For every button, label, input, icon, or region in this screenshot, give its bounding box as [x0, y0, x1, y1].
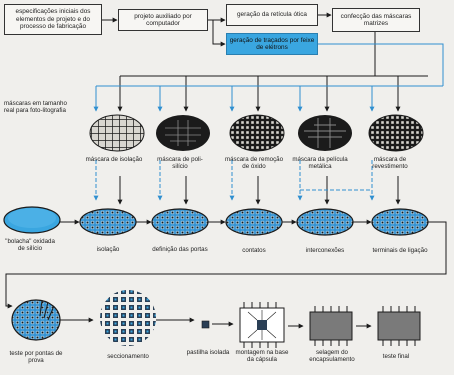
- top-flow-arrows: [102, 12, 376, 70]
- box-especificacoes: especificações iniciais dos elementos de…: [4, 4, 102, 35]
- bottom-label-teste-pontas: teste por pontas de prova: [9, 350, 63, 365]
- mask-remocao-oxido: [229, 114, 285, 152]
- wafer-terminais: [371, 208, 429, 236]
- box-projeto-auxiliado: projeto auxiliado por computador: [118, 9, 208, 31]
- mask-label-pelicula-metalica: máscara da película metálica: [292, 156, 348, 171]
- box-geracao-reticula: geração da retícula ótica: [226, 4, 318, 26]
- package-selagem: [309, 306, 353, 346]
- mask-to-wafer-arrows-blue: [93, 160, 375, 201]
- package-montagem: [239, 302, 285, 348]
- wafer-label-contatos: contatos: [242, 247, 266, 254]
- mask-distribution-lines-blue: [93, 85, 443, 112]
- mask-pelicula-metalica: [298, 115, 352, 151]
- bottom-label-selagem: selagem do encapsulamento: [309, 349, 355, 364]
- mask-label-revestimento: máscara de revestimento: [372, 156, 408, 171]
- bottom-label-teste-final: teste final: [382, 353, 410, 360]
- feixe-flow-arrows: [318, 43, 444, 86]
- box-confeccao-mascaras: confecção das máscaras matrizes: [332, 8, 420, 32]
- mask-label-poli-silicio: máscara de poli-silício: [157, 156, 203, 171]
- package-teste-final: [377, 306, 421, 346]
- wafer-seccionamento: [100, 290, 156, 346]
- mask-label-remocao-oxido: máscara de remoção de óxido: [224, 156, 284, 171]
- wafer-bolacha: [3, 206, 61, 234]
- bottom-label-pastilha: pastilha isolada: [186, 349, 230, 356]
- bottom-sequence-arrows: [60, 317, 372, 329]
- bottom-label-seccionamento: seccionamento: [107, 353, 149, 360]
- mask-poli-silicio: [156, 115, 210, 151]
- note-mascaras-tamanho-real: máscaras em tamanho real para foto-litog…: [4, 100, 67, 115]
- wafer-teste-pontas: [11, 299, 61, 341]
- mask-label-isolacao: máscara de isolação: [85, 156, 143, 163]
- wafer-contatos: [225, 208, 283, 236]
- wafer-sequence-arrows: [5, 219, 447, 309]
- chip-pastilha-isolada: [201, 320, 210, 329]
- mask-revestimento: [368, 114, 424, 152]
- wafer-isolacao: [79, 208, 137, 236]
- box-feixe-eletrons: geração de traçados por feixe de elétron…: [226, 33, 318, 55]
- wafer-label-interconexoes: interconexões: [305, 247, 345, 254]
- wafer-label-isolacao: isolação: [96, 246, 120, 253]
- mask-isolacao: [89, 114, 145, 152]
- wafer-label-definicao-portas: definição das portas: [152, 246, 208, 253]
- wafer-label-bolacha: ''bolacha'' oxidada de silício: [5, 238, 55, 253]
- wafer-interconexoes: [296, 208, 354, 236]
- mask-distribution-lines: [117, 70, 428, 112]
- bottom-label-montagem: montagem na base da cápsula: [235, 349, 289, 364]
- wafer-definicao-portas: [151, 208, 209, 236]
- wafer-label-terminais: terminais de ligação: [372, 247, 428, 254]
